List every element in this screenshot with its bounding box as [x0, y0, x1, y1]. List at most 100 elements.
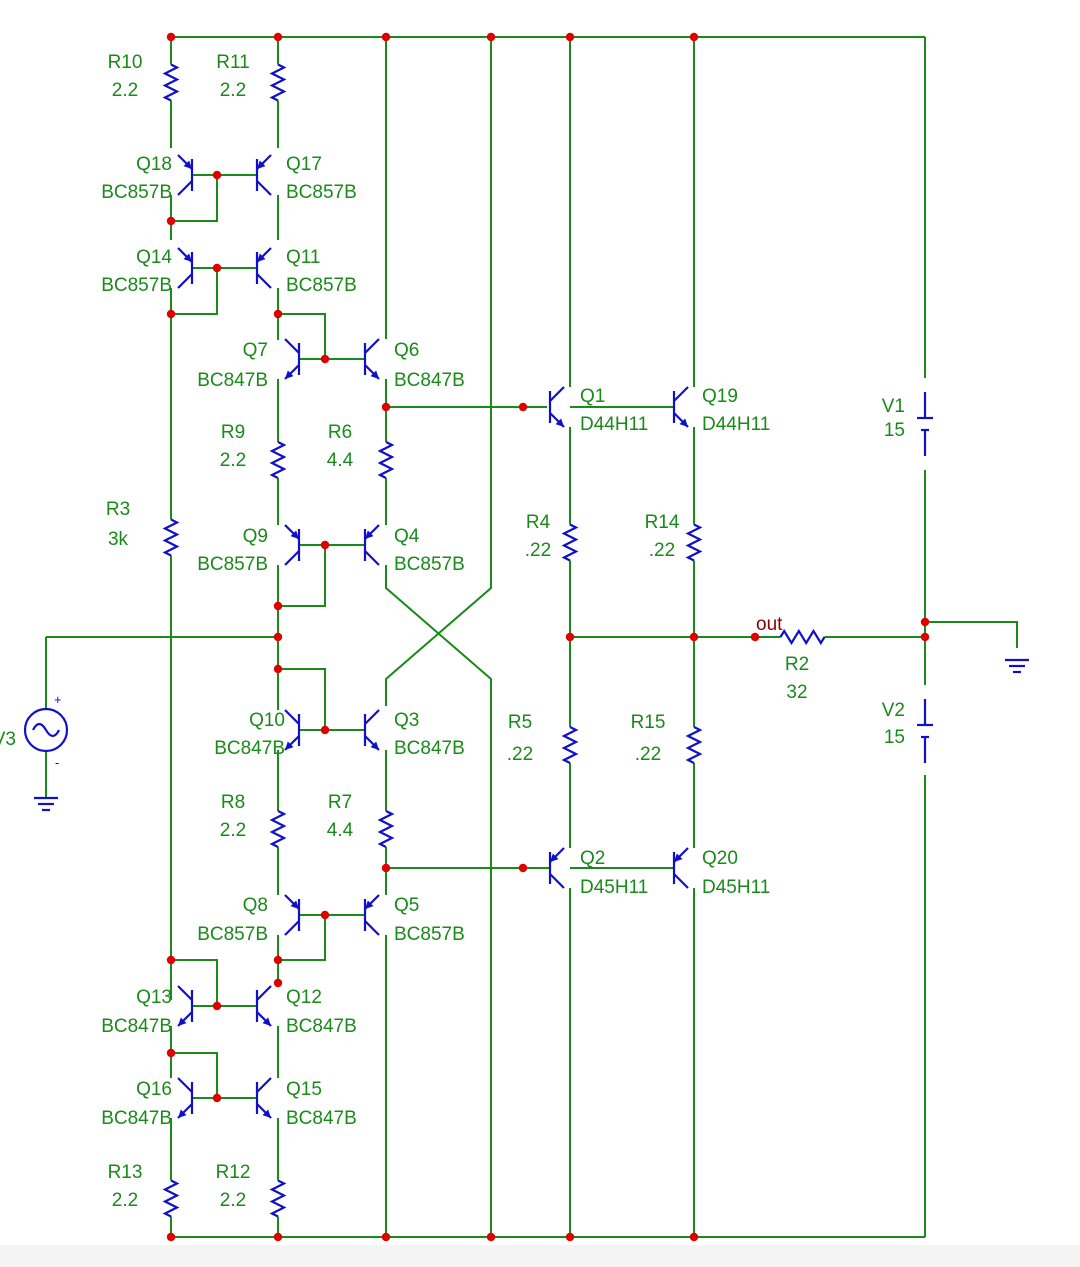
transistor-ref-label: Q11: [286, 247, 321, 268]
wire: [385, 37, 492, 706]
resistor-value-label: 4.4: [327, 820, 354, 841]
resistor-r9: [269, 441, 287, 479]
junction-dot: [166, 955, 176, 965]
junction-dot: [273, 955, 283, 965]
resistor-ref-label: R7: [328, 792, 352, 813]
resistor-value-label: 2.2: [220, 80, 246, 101]
transistor-ref-label: Q3: [394, 710, 419, 731]
transistor-model-label: BC847B: [286, 1108, 357, 1129]
junction-dot: [920, 617, 930, 627]
resistor-value-label: 4.4: [327, 450, 354, 471]
transistor-model-label: BC847B: [101, 1108, 172, 1129]
resistor-value-label: 2.2: [220, 820, 246, 841]
transistor-ref-label: Q18: [136, 154, 172, 175]
bottom-strip: [0, 1245, 1080, 1267]
resistor-ref-label: R5: [508, 712, 532, 733]
transistor-ref-label: Q12: [286, 987, 322, 1008]
junction-dot: [212, 1001, 222, 1011]
resistor-ref-label: R8: [221, 792, 245, 813]
resistor-value-label: .22: [525, 540, 551, 561]
transistor-model-label: D45H11: [580, 877, 648, 898]
junction-dot: [381, 32, 391, 42]
source-value-label: 15: [884, 420, 905, 441]
transistor-model-label: BC857B: [197, 924, 268, 945]
resistor-ref-label: R3: [106, 499, 130, 520]
transistor-q14: [177, 247, 194, 289]
resistor-r3: [162, 518, 180, 557]
junction-dot: [320, 910, 330, 920]
net-label-out: out: [756, 614, 783, 635]
wire: [925, 621, 1018, 648]
resistor-r5: [561, 726, 579, 764]
transistor-ref-label: Q14: [136, 247, 172, 268]
resistor-r13: [162, 1179, 180, 1218]
transistor-q5: [363, 894, 380, 936]
transistor-q8: [284, 894, 301, 936]
transistor-model-label: D44H11: [580, 414, 648, 435]
resistor-ref-label: R14: [645, 512, 680, 533]
wire: [171, 175, 218, 222]
source-ref-label: V1: [882, 396, 905, 417]
polarity-minus: -: [55, 755, 59, 770]
transistor-model-label: BC857B: [394, 554, 465, 575]
junction-dot: [565, 1232, 575, 1242]
resistor-value-label: 2.2: [112, 1190, 138, 1211]
transistor-model-label: BC857B: [101, 275, 172, 296]
junction-dot: [486, 1232, 496, 1242]
ground-icon: [34, 796, 58, 812]
junction-dot: [920, 632, 930, 642]
transistor-model-label: BC857B: [197, 554, 268, 575]
junction-dot: [273, 632, 283, 642]
resistor-r14: [685, 523, 703, 562]
wire: [277, 288, 326, 359]
junction-dot: [273, 601, 283, 611]
junction-dot: [381, 863, 391, 873]
source-ref-label: V2: [882, 700, 905, 721]
junction-dot: [565, 632, 575, 642]
resistor-r12: [269, 1179, 287, 1218]
junction-dot: [689, 32, 699, 42]
junction-dot: [212, 1093, 222, 1103]
transistor-ref-label: Q7: [243, 340, 268, 361]
transistor-ref-label: Q1: [580, 386, 605, 407]
junction-dot: [166, 309, 176, 319]
transistor-ref-label: Q16: [136, 1079, 172, 1100]
transistor-q18: [177, 154, 194, 196]
resistor-ref-label: R2: [785, 654, 809, 675]
labels: R102.2R112.2R92.2R64.4R33kR4.22R14.22R23…: [0, 52, 905, 1211]
wire: [171, 1052, 218, 1098]
transistor-q7: [284, 338, 301, 380]
ac-source-v3-icon: [23, 707, 69, 753]
transistor-ref-label: Q20: [702, 848, 738, 869]
resistor-value-label: 3k: [108, 529, 129, 550]
junction-dot: [212, 263, 222, 273]
transistor-model-label: BC847B: [394, 370, 465, 391]
transistor-q13: [177, 985, 194, 1027]
resistor-ref-label: R4: [526, 512, 551, 533]
junction-dot: [320, 540, 330, 550]
components: [23, 63, 1029, 1218]
wires: [45, 36, 1018, 1238]
resistor-value-label: .22: [635, 744, 661, 765]
transistor-q11: [255, 247, 272, 289]
junction-dot: [689, 1232, 699, 1242]
transistor-q20: [672, 847, 689, 889]
transistor-model-label: BC847B: [101, 1016, 172, 1037]
wire: [277, 637, 326, 730]
transistor-ref-label: Q8: [243, 895, 268, 916]
junction-dot: [320, 354, 330, 364]
resistor-r4: [561, 523, 579, 562]
wire: [171, 959, 218, 1006]
resistor-value-label: 32: [786, 682, 807, 703]
junction-dot: [212, 170, 222, 180]
transistor-ref-label: Q5: [394, 895, 419, 916]
transistor-ref-label: Q13: [136, 987, 172, 1008]
battery-v1-icon: [917, 392, 933, 456]
resistor-value-label: 2.2: [112, 80, 138, 101]
transistor-q16: [177, 1077, 194, 1119]
source-value-label: 15: [884, 727, 905, 748]
junction-dot: [486, 32, 496, 42]
source-ref-label: V3: [0, 729, 16, 750]
junction-dot: [273, 978, 283, 988]
resistor-ref-label: R12: [216, 1162, 251, 1183]
